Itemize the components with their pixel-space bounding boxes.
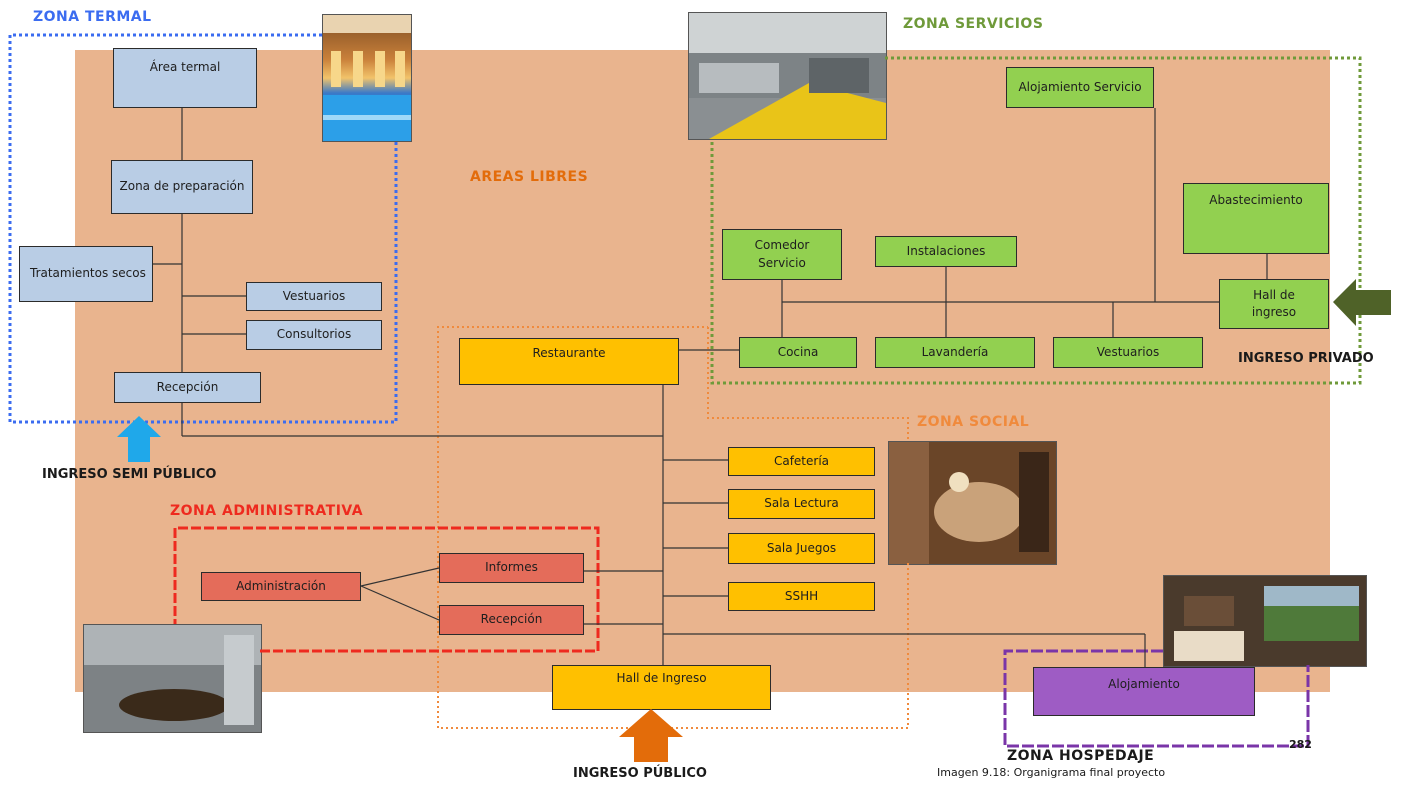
ingreso-publico-label: INGRESO PÚBLICO <box>573 766 707 781</box>
box-hall-ingreso-servicio: Hall de ingreso <box>1219 279 1329 329</box>
box-zona-preparacion: Zona de preparación <box>111 160 253 214</box>
zone-servicios-title: ZONA SERVICIOS <box>903 16 1044 32</box>
arrow-publico-icon <box>619 709 683 762</box>
photo-kitchen <box>688 12 887 140</box>
zone-social-title: ZONA SOCIAL <box>917 414 1030 430</box>
box-recepcion-termal: Recepción <box>114 372 261 403</box>
zone-hospedaje-title: ZONA HOSPEDAJE <box>1007 748 1155 764</box>
arrow-semi-publico-icon <box>117 416 161 462</box>
photo-thermal-pool <box>322 14 412 142</box>
figure-caption: Imagen 9.18: Organigrama final proyecto <box>937 766 1166 779</box>
photo-bedroom <box>1163 575 1367 667</box>
box-instalaciones: Instalaciones <box>875 236 1017 267</box>
box-vestuarios-servicio: Vestuarios <box>1053 337 1203 368</box>
ingreso-privado-label: INGRESO PRIVADO <box>1238 351 1374 366</box>
box-lavanderia: Lavandería <box>875 337 1035 368</box>
box-sala-lectura: Sala Lectura <box>728 489 875 519</box>
box-tratamientos-secos: Tratamientos secos <box>19 246 153 302</box>
box-recepcion-admin: Recepción <box>439 605 584 635</box>
box-restaurante: Restaurante <box>459 338 679 385</box>
page-number: 282 <box>1289 738 1312 751</box>
box-alojamiento: Alojamiento <box>1033 667 1255 716</box>
arrow-privado-icon <box>1333 279 1391 326</box>
box-area-termal: Área termal <box>113 48 257 108</box>
box-sala-juegos: Sala Juegos <box>728 533 875 564</box>
ingreso-semi-publico-label: INGRESO SEMI PÚBLICO <box>42 467 217 482</box>
box-administracion: Administración <box>201 572 361 601</box>
zone-termal-title: ZONA TERMAL <box>33 9 152 25</box>
box-hall-de-ingreso: Hall de Ingreso <box>552 665 771 710</box>
box-consultorios: Consultorios <box>246 320 382 350</box>
box-informes: Informes <box>439 553 584 583</box>
photo-meeting-room <box>83 624 262 733</box>
box-sshh: SSHH <box>728 582 875 611</box>
photo-social-lounge <box>888 441 1057 565</box>
box-abastecimiento: Abastecimiento <box>1183 183 1329 254</box>
areas-libres-label: AREAS LIBRES <box>470 169 589 185</box>
box-cocina: Cocina <box>739 337 857 368</box>
box-alojamiento-servicio: Alojamiento Servicio <box>1006 67 1154 108</box>
box-cafeteria: Cafetería <box>728 447 875 476</box>
box-comedor-servicio: Comedor Servicio <box>722 229 842 280</box>
zone-administrativa-title: ZONA ADMINISTRATIVA <box>170 503 364 519</box>
box-vestuarios-termal: Vestuarios <box>246 282 382 311</box>
